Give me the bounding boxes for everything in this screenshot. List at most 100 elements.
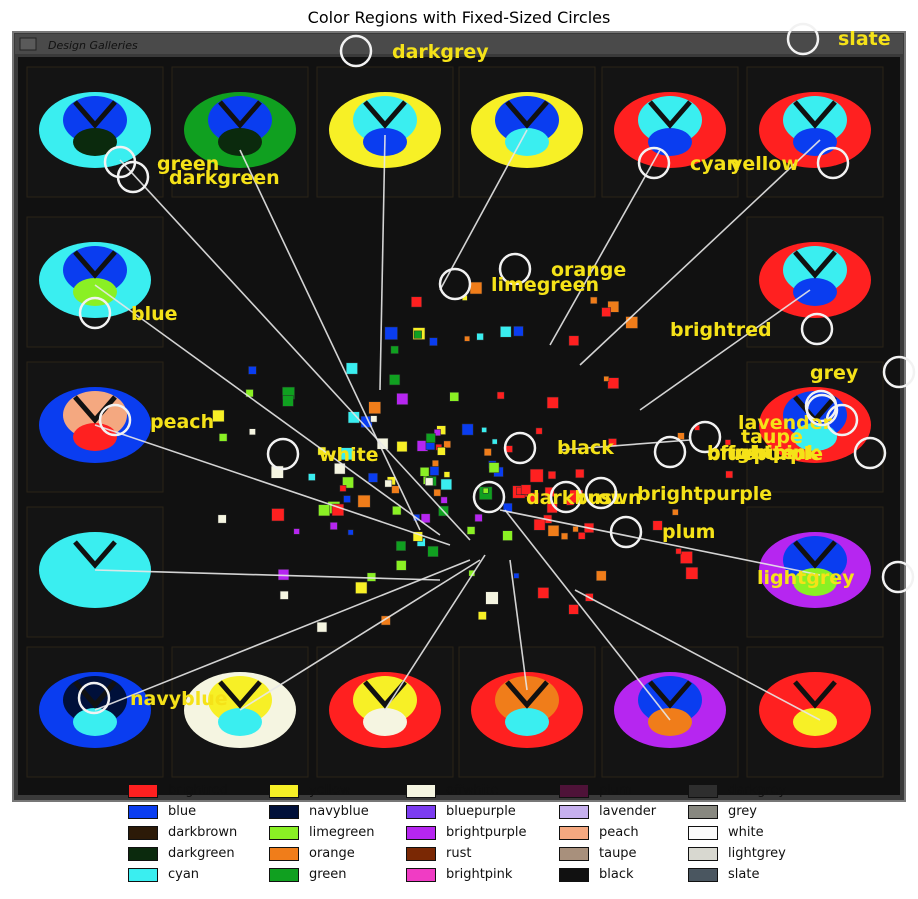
circle-marker-white[interactable] bbox=[266, 437, 300, 471]
legend-swatch bbox=[406, 804, 436, 819]
gallery-dot bbox=[505, 445, 513, 453]
thumbnail-12[interactable] bbox=[746, 506, 884, 638]
thumbnail-4[interactable] bbox=[458, 66, 596, 198]
circle-marker-taupe[interactable] bbox=[805, 393, 839, 427]
gallery-dot bbox=[411, 296, 422, 308]
gallery-dot bbox=[368, 472, 378, 483]
thumbnail-9[interactable] bbox=[26, 361, 164, 493]
legend-item-blue: blue bbox=[128, 804, 196, 824]
gallery-dot bbox=[396, 560, 407, 571]
circle-marker-slate[interactable] bbox=[786, 22, 820, 56]
gallery-dot bbox=[427, 545, 439, 558]
gallery-dot bbox=[433, 488, 441, 497]
thumbnail-2[interactable] bbox=[171, 66, 309, 198]
label-darkgrey: darkgrey bbox=[392, 41, 489, 63]
circle-marker-darkgrey[interactable] bbox=[339, 34, 373, 68]
legend-swatch bbox=[269, 783, 299, 798]
legend-item-darkgreen: darkgreen bbox=[128, 846, 235, 866]
legend-swatch bbox=[406, 825, 436, 840]
circle-marker-black[interactable] bbox=[503, 431, 537, 465]
circle-marker-edge[interactable] bbox=[882, 355, 916, 389]
thumbnail-1[interactable] bbox=[26, 66, 164, 198]
circle-marker-navyblue[interactable] bbox=[77, 681, 111, 715]
circle-marker-rust[interactable] bbox=[549, 480, 583, 514]
label-darkgreen: darkgreen bbox=[169, 167, 280, 189]
thumbnail-5[interactable] bbox=[601, 66, 739, 198]
legend-label: green bbox=[309, 867, 347, 882]
legend-item-green: green bbox=[269, 867, 347, 887]
gallery-dot bbox=[217, 514, 227, 524]
legend-item-limegreen: limegreen bbox=[269, 825, 374, 845]
thumbnail-8[interactable] bbox=[746, 216, 884, 348]
gallery-dot bbox=[271, 508, 285, 522]
circle-marker-blue[interactable] bbox=[78, 296, 112, 330]
circle-marker-lightgrey[interactable] bbox=[881, 560, 915, 594]
circle-marker-darkgreen[interactable] bbox=[116, 160, 150, 194]
circle-marker-bluepurple[interactable] bbox=[653, 435, 687, 469]
circle-marker-brightred[interactable] bbox=[800, 312, 834, 346]
legend-swatch bbox=[269, 846, 299, 861]
legend-item-black: black bbox=[559, 867, 634, 887]
circle-marker-brightpink[interactable] bbox=[688, 420, 722, 454]
gallery-dot bbox=[478, 611, 487, 621]
thumbnail-16[interactable] bbox=[458, 646, 596, 778]
leader-line bbox=[639, 289, 811, 411]
leader-line bbox=[379, 134, 386, 391]
gallery-dot bbox=[391, 485, 400, 494]
thumbnail-3[interactable] bbox=[316, 66, 454, 198]
circle-marker-plum[interactable] bbox=[609, 515, 643, 549]
gallery-dot bbox=[625, 316, 638, 329]
leader-line bbox=[509, 559, 528, 691]
legend-swatch bbox=[128, 783, 158, 798]
legend-label: darkgreen bbox=[168, 846, 235, 861]
thumbnail-grid bbox=[26, 66, 884, 778]
thumbnail-17[interactable] bbox=[601, 646, 739, 778]
leader-line bbox=[549, 149, 661, 346]
gallery-dot bbox=[466, 526, 476, 535]
label-yellow: yellow bbox=[730, 153, 799, 175]
legend-label: lightgrey bbox=[728, 846, 786, 861]
circle-marker-brightpurple[interactable] bbox=[584, 476, 618, 510]
thumbnail-15[interactable] bbox=[316, 646, 454, 778]
gallery-dot bbox=[590, 296, 598, 304]
thumbnail-7[interactable] bbox=[26, 216, 164, 348]
gallery-dot bbox=[368, 401, 381, 414]
legend-swatch bbox=[406, 867, 436, 882]
thumbnail-14[interactable] bbox=[171, 646, 309, 778]
leader-line bbox=[94, 424, 451, 546]
gallery-dot bbox=[461, 423, 474, 436]
gallery-dot bbox=[432, 460, 439, 467]
gallery-dot bbox=[485, 591, 499, 605]
leader-line bbox=[94, 284, 441, 536]
circle-marker-peach[interactable] bbox=[98, 403, 132, 437]
legend-item-cyan: cyan bbox=[128, 867, 199, 887]
legend-label: white bbox=[728, 825, 764, 840]
circle-marker-darkbrown[interactable] bbox=[472, 480, 506, 514]
window-close-button[interactable] bbox=[19, 37, 37, 51]
gallery-dot bbox=[535, 427, 543, 435]
label-taupe: taupe bbox=[741, 426, 803, 448]
gallery-dot bbox=[724, 439, 731, 446]
gallery-dot bbox=[212, 409, 225, 422]
gallery-dot bbox=[317, 446, 327, 456]
leader-line bbox=[239, 149, 421, 531]
label-slate: slate bbox=[838, 28, 891, 50]
gallery-dot bbox=[248, 366, 257, 375]
legend-swatch bbox=[559, 825, 589, 840]
legend-label: brightpurple bbox=[446, 825, 527, 840]
legend-label: limegreen bbox=[309, 825, 375, 840]
gallery-dot bbox=[568, 604, 579, 615]
gallery-dot bbox=[677, 432, 685, 440]
circle-marker-offwhite[interactable] bbox=[853, 436, 887, 470]
gallery-dot bbox=[218, 433, 228, 442]
thumbnail-6[interactable] bbox=[746, 66, 884, 198]
circle-marker-lavender[interactable] bbox=[825, 403, 859, 437]
circle-marker-yellow[interactable] bbox=[816, 146, 850, 180]
gallery-dot bbox=[308, 473, 316, 481]
thumbnail-18[interactable] bbox=[746, 646, 884, 778]
gallery-dot bbox=[437, 447, 446, 456]
gallery-dot bbox=[396, 393, 409, 405]
circle-marker-orange[interactable] bbox=[498, 252, 532, 286]
circle-marker-limegreen[interactable] bbox=[438, 267, 472, 301]
circle-marker-cyan[interactable] bbox=[637, 146, 671, 180]
